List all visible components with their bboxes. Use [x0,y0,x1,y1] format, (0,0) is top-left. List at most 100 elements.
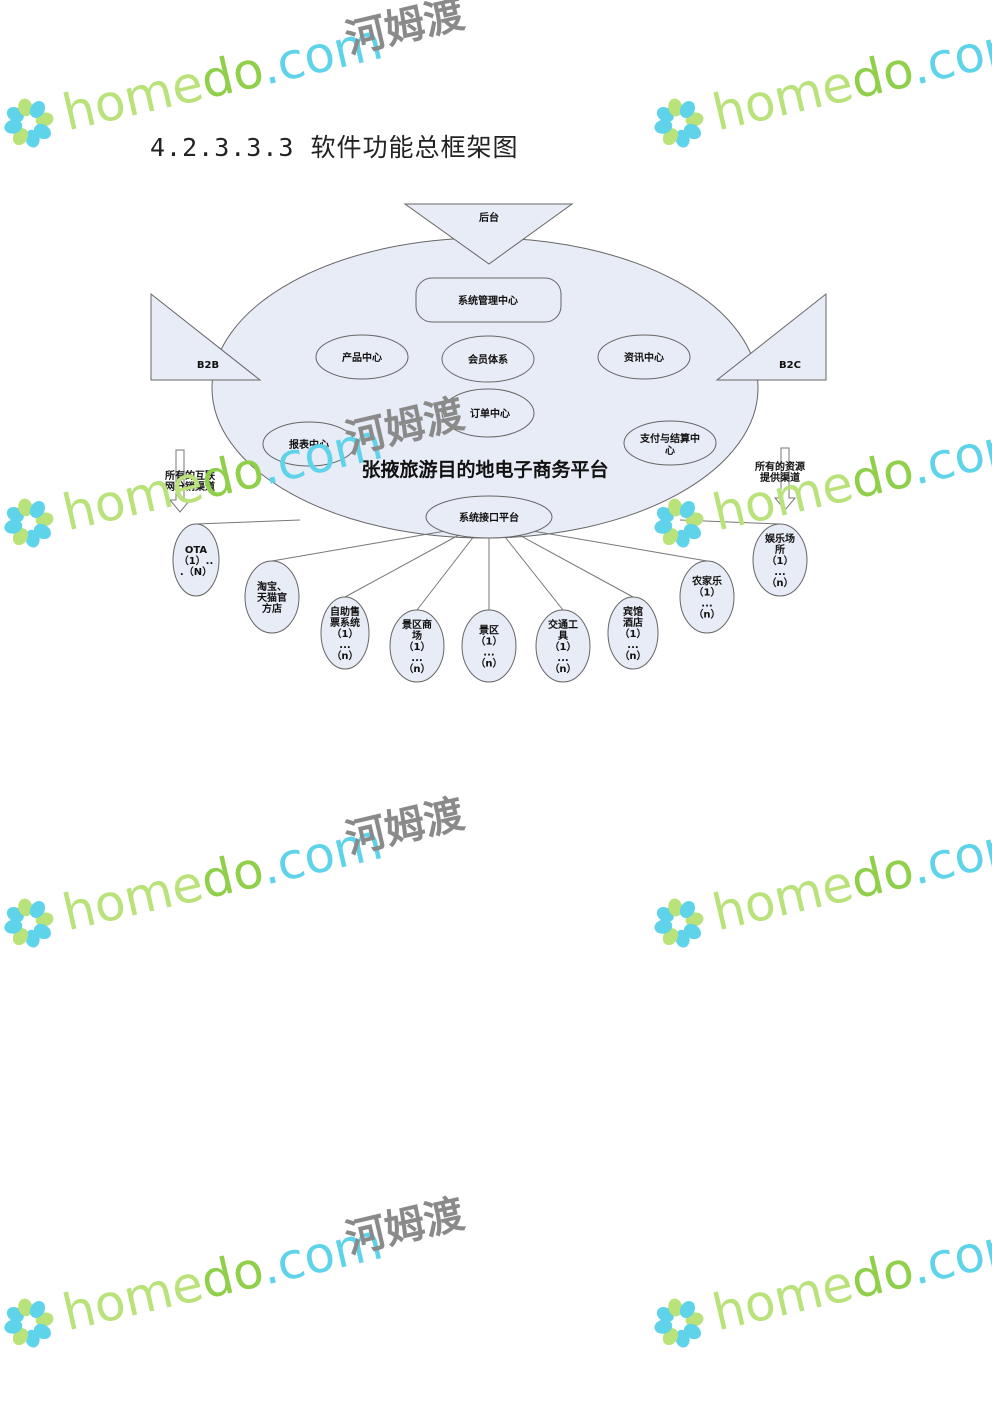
flower-logo-icon [656,1306,674,1323]
flower-logo-icon [25,529,40,548]
channel-node-label: 票系统 [330,616,360,629]
product-center-node [315,334,409,380]
order-center-node [441,388,535,438]
flower-logo-icon [684,523,701,540]
flower-logo-icon [34,923,51,940]
homedo-watermark: homedo.com [654,12,992,148]
channel-node-label: 具 [557,630,568,642]
b2b-label: B2B [197,360,219,371]
channel-node-label: ... [411,653,422,664]
flower-logo-icon [12,928,29,946]
order-center-label: 订单中心 [470,407,510,420]
svg-text:河姆渡: 河姆渡 [341,0,468,63]
channel-node-label: （n） [549,662,576,675]
svg-text:homedo.com: homedo.com [707,812,992,942]
svg-text:homedo.com: homedo.com [57,12,388,142]
connector-line [271,527,464,562]
channel-node-label: （n） [766,576,793,589]
flower-logo-icon [4,119,23,134]
channel-node-label: OTA [185,545,208,556]
flower-logo-icon [18,498,33,517]
flower-logo-icon [654,519,673,534]
report-center-node [262,421,356,467]
flower-logo-icon [25,1329,40,1348]
channel-node-label: 方店 [262,602,282,615]
flower-logo-icon [679,901,696,918]
flower-logo-icon [656,506,674,523]
flower-logo-icon [654,1319,673,1334]
channel-node-label: （n） [693,608,720,621]
channel-node-label: ... [774,567,785,578]
b2b-triangle [150,292,262,381]
channel-node-label: 景区 [479,625,499,637]
flower-logo-icon [29,501,46,518]
flower-logo-icon [662,1328,679,1346]
backend-triangle [403,203,574,265]
flower-logo-icon [654,119,673,134]
flower-logo-icon [6,506,24,523]
channel-node-label: ... [627,640,638,651]
system-mgmt-box [415,277,562,323]
channel-node [679,560,735,634]
member-system-node [441,335,535,383]
left-channel-label: 所有的互联 [165,469,215,482]
flower-logo-icon [684,123,701,140]
flower-logo-icon [34,1323,51,1340]
flower-logo-icon [662,528,679,546]
flower-logo-icon [656,106,674,123]
flower-logo-icon [679,501,696,518]
channel-node-label: 淘宝、 [257,580,287,593]
channel-node-label: （1） [332,627,359,640]
connector-line [515,527,708,562]
flower-logo-icon [675,129,690,148]
flower-logo-icon [12,1328,29,1346]
channel-node-label: 景区商 [402,618,432,631]
channel-node-label: （n） [403,662,430,675]
channel-node-label: （n） [475,657,502,670]
flower-logo-icon [685,512,704,527]
flower-logo-icon [668,98,683,117]
svg-text:homedo.com: homedo.com [57,1212,388,1342]
flower-logo-icon [662,928,679,946]
channel-node-label: .（N） [180,565,212,578]
channel-node-label: ... [557,653,568,664]
channel-node-label: （1）.. [179,554,214,567]
right-channel-arrow [773,447,797,511]
channel-node [535,609,591,683]
flower-logo-icon [35,512,54,527]
system-mgmt-label: 系统管理中心 [458,294,518,307]
connector-lines [195,519,781,611]
channel-node-label: ... [701,599,712,610]
flower-logo-icon [12,128,29,146]
flower-logo-icon [29,901,46,918]
channel-node-label: （1） [404,640,431,653]
connector-line [497,527,564,611]
flower-logo-icon [685,912,704,927]
flower-logo-icon [25,129,40,148]
channel-node-label: 酒店 [623,616,643,629]
connector-line [344,527,472,598]
channel-node [389,609,445,683]
info-center-node [597,334,691,380]
channel-node-label: （1） [550,640,577,653]
connector-line [506,527,634,598]
flower-logo-icon [685,112,704,127]
flower-logo-icon [34,523,51,540]
flower-logo-icon [6,106,24,123]
svg-text:homedo.com: homedo.com [707,12,992,142]
flower-logo-icon [34,123,51,140]
svg-text:homedo.com: homedo.com [707,1212,992,1342]
flower-logo-icon [35,912,54,927]
flower-logo-icon [668,898,683,917]
flower-logo-icon [662,128,679,146]
flower-logo-icon [685,1312,704,1327]
flower-logo-icon [679,1301,696,1318]
flower-logo-icon [4,1319,23,1334]
flower-logo-icon [29,1301,46,1318]
flower-logo-icon [679,101,696,118]
channel-node-label: （n） [331,649,358,662]
channel-node-label: 所 [775,543,785,556]
